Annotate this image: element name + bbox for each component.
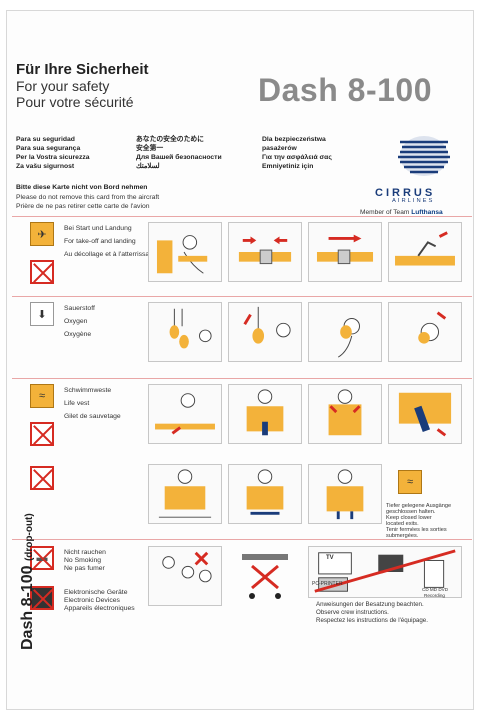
title-en: For your safety [16, 78, 110, 94]
crew-note-de: Anweisungen der Besatzung beachten. [316, 601, 424, 608]
lifevest-fr: Gilet de sauvetage [64, 413, 121, 420]
no-seat-inflate-icon [30, 422, 54, 446]
crew-note-en: Observe crew instructions. [316, 609, 389, 616]
divider [12, 296, 472, 297]
vertical-suffix: (drop-out) [24, 513, 35, 562]
tv-label: TV [326, 555, 334, 561]
lang-left-4: Za vašu sigurnost [16, 163, 75, 170]
exit-note-6: submergées. [386, 533, 419, 539]
member-prefix: Member of Team [360, 209, 412, 216]
oxygen-panel-1 [148, 302, 222, 362]
seatbelt-panel-2 [228, 222, 302, 282]
vertical-model: Dash 8-100 [19, 565, 36, 651]
divider [12, 216, 472, 217]
lang-mid-3: Для Вашей безопасности [136, 154, 222, 161]
lifevest-panel-4 [388, 384, 462, 444]
no-electronics-icon [30, 586, 54, 610]
oxygen-mask-icon: ⬇ [30, 302, 54, 326]
notice-fr: Prière de ne pas retirer cette carte de … [16, 203, 150, 210]
oxygen-en: Oxygen [64, 318, 88, 325]
lang-right-4: Emniyetiniz için [262, 163, 314, 170]
brand-sub: AIRLINES [392, 198, 435, 204]
title-fr: Pour votre sécurité [16, 94, 134, 110]
title-de: Für Ihre Sicherheit [16, 61, 149, 78]
lang-right-2: pasażerów [262, 145, 297, 152]
exit-note-5: Tenir fermées les sorties [386, 527, 447, 533]
no-inflate-in-cabin-icon [30, 466, 54, 490]
nosmoking-de: Nicht rauchen [64, 549, 106, 556]
oxygen-panel-2 [228, 302, 302, 362]
lifevest-panel-7 [308, 464, 382, 524]
seatbelt-panel-3 [308, 222, 382, 282]
member-line: Member of Team Lufthansa [360, 209, 443, 217]
divider [12, 539, 472, 540]
lang-left-1: Para su seguridad [16, 136, 75, 143]
water-waves-icon: ≈ [30, 384, 54, 408]
cirrus-logo-icon [386, 130, 462, 178]
vertical-model-label: Dash 8-100 (drop-out) [19, 513, 36, 651]
exit-note-3: Keep closed lower [386, 515, 432, 521]
lifevest-panel-2 [228, 384, 302, 444]
electronics-fr: Appareils électroniques [64, 605, 135, 612]
devices-panel [308, 546, 462, 598]
no-smoking-lavatory-panel [228, 546, 302, 606]
lifevest-panel-6 [228, 464, 302, 524]
exit-note-1: Tiefer gelegene Ausgänge [386, 503, 452, 509]
oxygen-panel-3 [308, 302, 382, 362]
seatbelt-panel-1 [148, 222, 222, 282]
lifevest-en: Life vest [64, 400, 90, 407]
lifevest-panel-5 [148, 464, 222, 524]
cd-label: CD MD DVD [422, 587, 449, 592]
lang-mid-4: لسلامتك [136, 163, 160, 170]
aircraft-model: Dash 8-100 [258, 72, 432, 108]
no-smoking-icon: ▬ [30, 546, 54, 570]
nosmoking-en: No Smoking [64, 557, 102, 564]
seatbelt-en: For take-off and landing [64, 238, 136, 245]
exit-note-4: located exits. [386, 521, 419, 527]
divider [12, 378, 472, 379]
lang-left-2: Para sua segurança [16, 145, 81, 152]
electronics-de: Elektronische Geräte [64, 589, 128, 596]
lang-mid-2: 安全第一 [136, 145, 164, 152]
oxygen-panel-4 [388, 302, 462, 362]
brand-name: CIRRUS [375, 187, 436, 199]
lang-right-3: Για την ασφάλειά σας [262, 154, 332, 161]
crew-panel [148, 546, 222, 606]
nosmoking-fr: Ne pas fumer [64, 565, 105, 572]
exit-water-icon: ≈ [398, 470, 422, 494]
aircraft-on-runway-icon: ✈ [30, 222, 54, 246]
exit-note-2: geschlossen halten. [386, 509, 436, 515]
lang-mid-1: あなたの安全のために [136, 136, 204, 143]
crew-note-fr: Respectez les instructions de l'équipage… [316, 617, 428, 624]
no-standing-icon [30, 260, 54, 284]
recording-label: Recording [424, 593, 445, 598]
lifevest-panel-1 [148, 384, 222, 444]
lang-left-3: Per la Vostra sicurezza [16, 154, 90, 161]
seatbelt-fr: Au décollage et à l'atterrissage [64, 251, 157, 258]
seatbelt-panel-4 [388, 222, 462, 282]
notice-de: Bitte diese Karte nicht von Bord nehmen [16, 184, 148, 191]
oxygen-de: Sauerstoff [64, 305, 95, 312]
lifevest-panel-3 [308, 384, 382, 444]
member-brand: Lufthansa [411, 209, 443, 216]
electronics-en: Electronic Devices [64, 597, 120, 604]
notice-en: Please do not remove this card from the … [16, 194, 160, 201]
printer-label: PC-PRINTER [312, 581, 343, 587]
lang-right-1: Dla bezpieczeństwa [262, 136, 326, 143]
oxygen-fr: Oxygène [64, 331, 92, 338]
seatbelt-de: Bei Start und Landung [64, 225, 132, 232]
lifevest-de: Schwimmweste [64, 387, 112, 394]
